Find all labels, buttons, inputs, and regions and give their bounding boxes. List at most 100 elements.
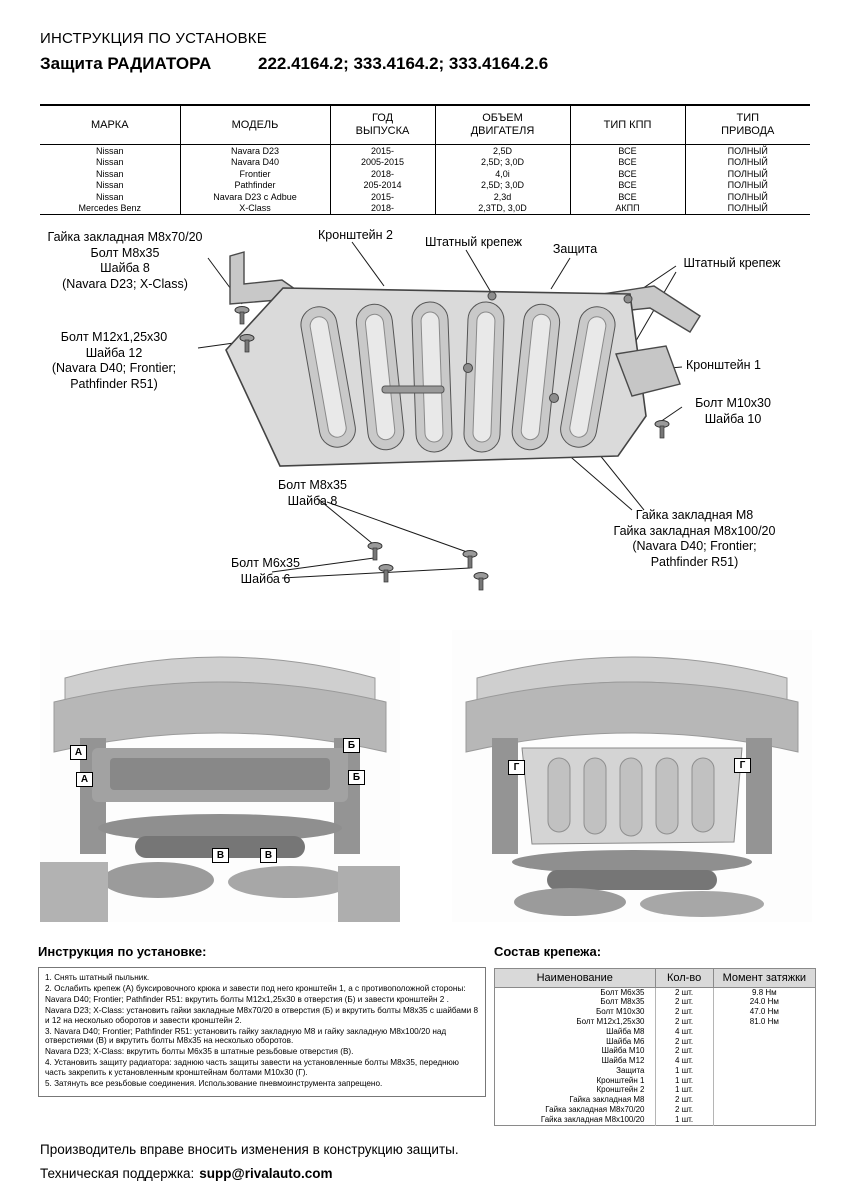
cell	[712, 1046, 816, 1057]
cell: Шайба М12	[601, 1056, 645, 1066]
hardware-header-row: Наименование Кол-во Момент затяжки	[494, 968, 817, 988]
cell: 2 шт.	[654, 1047, 714, 1057]
instructions-steps: 1. Снять штатный пыльник. 2. Ослабить кр…	[38, 967, 486, 1097]
cell: Шайба М10	[601, 1046, 645, 1056]
col-header-torque: Момент затяжки	[712, 968, 817, 988]
cell: ВСЕ	[569, 168, 685, 180]
table-row: Защита 1 шт.	[495, 1065, 816, 1077]
callout-stock-fastener-left: Штатный крепеж	[424, 235, 523, 249]
document-footer: Производитель вправе вносить изменения в…	[40, 1142, 820, 1181]
cell: 2,5D; 3,0D	[434, 156, 570, 168]
table-row: Шайба М10 2 шт.	[495, 1047, 816, 1057]
cell: Гайка закладная М8х70/20	[545, 1104, 645, 1114]
cell: 47.0 Нм	[712, 1007, 816, 1018]
cell: ВСЕ	[569, 156, 685, 168]
col-header-qty: Кол-во	[654, 968, 714, 988]
callout-nut-m8x70: Гайка закладная М8х70/20 Болт М8х35 Шайб…	[47, 230, 203, 291]
cell: Болт М8х35	[600, 997, 645, 1007]
cell: Защита	[616, 1065, 645, 1075]
cell	[712, 1076, 816, 1086]
undercarriage-photo-left	[40, 630, 400, 922]
undercarriage-photo-right	[452, 630, 812, 922]
document-title: ИНСТРУКЦИЯ ПО УСТАНОВКЕ	[40, 30, 267, 47]
cell: 2 шт.	[654, 998, 714, 1008]
cell: Кронштейн 1	[596, 1075, 645, 1085]
step: 1. Снять штатный пыльник.	[45, 973, 150, 982]
cell: 1 шт.	[654, 1086, 714, 1096]
step: Navara D23; X-Class: установить гайки за…	[45, 1005, 478, 1025]
cell: Mercedes Benz	[78, 203, 142, 213]
table-row: Кронштейн 2 1 шт.	[495, 1086, 816, 1096]
cell: 2018-	[329, 202, 435, 215]
marker-v: В	[260, 848, 277, 863]
step: Navara D40; Frontier; Pathfinder R51: вк…	[45, 994, 449, 1004]
marker-b: Б	[343, 738, 360, 753]
cell: ПОЛНЫЙ	[684, 156, 810, 168]
cell: 2,3TD, 3,0D	[434, 202, 570, 215]
support-label: Техническая поддержка:	[40, 1166, 195, 1181]
support-line: Техническая поддержка: supp@rivalauto.com	[40, 1166, 820, 1181]
manufacturer-note: Производитель вправе вносить изменения в…	[40, 1142, 459, 1157]
cell	[712, 1105, 816, 1116]
cell: 1 шт.	[654, 1066, 714, 1077]
col-header-name: Наименование	[494, 968, 656, 988]
cell: 4 шт.	[654, 1056, 714, 1067]
cell: 1 шт.	[654, 1076, 714, 1086]
cell: 81.0 Нм	[712, 1017, 816, 1028]
cell: 2 шт.	[654, 1017, 714, 1028]
cell: Шайба М6	[606, 1036, 645, 1046]
cell: 4,0i	[434, 168, 570, 180]
cell: 2 шт.	[654, 1095, 714, 1106]
product-name: Защита РАДИАТОРА	[40, 54, 212, 73]
cell: 2,3d	[434, 191, 570, 203]
cell: Nissan	[95, 145, 124, 156]
cell: ПОЛНЫЙ	[684, 144, 810, 157]
callout-stock-fastener-right: Штатный крепеж	[683, 256, 781, 270]
cell: 2015-	[329, 144, 435, 157]
instructions-title: Инструкция по установке:	[38, 944, 207, 959]
cell: ПОЛНЫЙ	[684, 191, 810, 203]
cell	[712, 1027, 816, 1037]
callout-bracket-1: Кронштейн 1	[686, 358, 761, 372]
table-row: Гайка закладная М8 2 шт.	[495, 1095, 816, 1106]
cell: 2018-	[329, 168, 435, 180]
step: 3. Navara D40; Frontier; Pathfinder R51:…	[45, 1026, 447, 1046]
callout-bolt-m10: Болт М10х30 Шайба 10	[695, 396, 771, 426]
table-row: Mercedes Benz X-Class 2018- 2,3TD, 3,0D …	[40, 202, 810, 215]
cell: 2,5D	[434, 144, 570, 157]
vehicle-table-header-row: МАРКА МОДЕЛЬ ГОД ВЫПУСКА ОБЪЕМ ДВИГАТЕЛЯ…	[40, 105, 810, 145]
cell: Гайка закладная М8х100/20	[540, 1114, 645, 1124]
col-header-gearbox: ТИП КПП	[569, 105, 685, 145]
exploded-diagram: Гайка закладная М8х70/20 Болт М8х35 Шайб…	[30, 226, 820, 616]
cell: 2,5D; 3,0D	[434, 179, 570, 191]
step: 5. Затянуть все резьбовые соединения. Ис…	[45, 1079, 383, 1089]
cell: Pathfinder	[179, 179, 330, 191]
table-row: Nissan Frontier 2018- 4,0i ВСЕ ПОЛНЫЙ	[40, 168, 810, 180]
cell	[712, 1085, 816, 1096]
table-row: Nissan Navara D40 2005-2015 2,5D; 3,0D В…	[40, 156, 810, 168]
cell: X-Class	[179, 202, 330, 215]
cell: Nissan	[95, 157, 124, 167]
cell: 2005-2015	[329, 156, 435, 168]
marker-g: Г	[508, 760, 525, 775]
cell: 2 шт.	[654, 1007, 714, 1018]
cell: ВСЕ	[569, 144, 685, 157]
cell: ПОЛНЫЙ	[684, 168, 810, 180]
cell: Кронштейн 2	[596, 1085, 645, 1095]
bracket-1-shape	[615, 345, 681, 397]
shield-holes	[381, 291, 633, 403]
cell: ПОЛНЫЙ	[684, 179, 810, 191]
document-header: ИНСТРУКЦИЯ ПО УСТАНОВКЕ Защита РАДИАТОРА…	[40, 30, 820, 74]
col-header-drive: ТИП ПРИВОДА	[684, 105, 810, 145]
support-email: supp@rivalauto.com	[199, 1166, 333, 1181]
callout-nut-m8: Гайка закладная М8 Гайка закладная М8х10…	[613, 508, 776, 569]
cell: Гайка закладная М8	[569, 1095, 645, 1105]
cell: ПОЛНЫЙ	[684, 202, 810, 215]
